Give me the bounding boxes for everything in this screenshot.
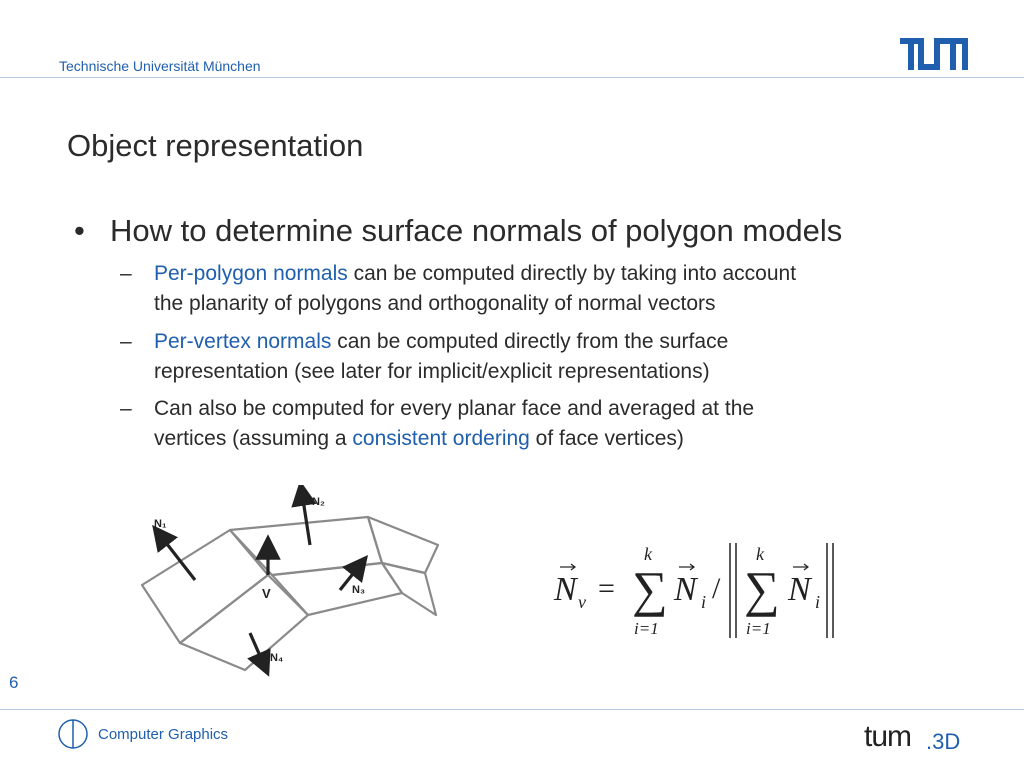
subitem-text: representation (see later for implicit/e… — [154, 360, 710, 383]
svg-text:.3D: .3D — [926, 729, 960, 752]
sum-lower: i=1 — [746, 619, 771, 638]
main-bullet-text: How to determine surface normals of poly… — [110, 213, 843, 248]
footer-divider — [0, 709, 1024, 710]
normal-n2-arrow — [291, 485, 317, 546]
subitem-text: can be computed directly from the surfac… — [331, 330, 729, 353]
normal-n4-arrow — [247, 632, 271, 677]
sub-dash: – — [120, 262, 132, 285]
highlight-per-polygon-normals: Per-polygon normals — [154, 262, 348, 285]
subitem-text: can be computed directly by taking into … — [347, 262, 797, 285]
sum-symbol-icon: ∑ — [744, 561, 780, 617]
highlight-consistent-ordering: consistent ordering — [352, 427, 530, 450]
formula-term-sub: i — [815, 592, 820, 612]
sub-dash: – — [120, 397, 132, 420]
slide-title: Object representation — [67, 128, 364, 163]
formula-lhs: N — [553, 571, 579, 608]
vertex-normal-formula: N v = k ∑ i=1 N i / k ∑ i=1 N i — [553, 543, 834, 638]
sum-lower: i=1 — [634, 619, 659, 638]
institution-name: Technische Universität München — [59, 58, 261, 74]
page-number: 6 — [9, 673, 19, 692]
formula-term: N — [673, 571, 699, 608]
svg-text:tum: tum — [864, 720, 911, 752]
highlight-per-vertex-normals: Per-vertex normals — [154, 330, 332, 353]
course-name: Computer Graphics — [98, 726, 229, 743]
computer-graphics-icon — [58, 719, 88, 749]
sub-dash: – — [120, 330, 132, 353]
subitem-text: the planarity of polygons and orthogonal… — [154, 292, 716, 315]
polygon-mesh-diagram: N₁ N₂ V N₃ N₄ — [140, 485, 440, 677]
label-n3: N₃ — [352, 584, 365, 596]
mesh-face — [366, 515, 440, 575]
bullet-dot: • — [74, 213, 85, 248]
normal-n3-arrow — [338, 555, 368, 591]
sum-upper: k — [644, 544, 653, 564]
formula-term-sub: i — [701, 592, 706, 612]
formula-term: N — [787, 571, 813, 608]
tum3d-logo-icon: tum .3D — [864, 720, 960, 752]
mesh-face — [380, 561, 438, 617]
normal-n1-arrow — [152, 524, 197, 581]
tum-logo-icon — [900, 38, 968, 70]
sum-symbol-icon: ∑ — [632, 561, 668, 617]
formula-lhs-sub: v — [578, 592, 586, 612]
label-n4: N₄ — [270, 652, 283, 664]
mesh-face — [270, 561, 404, 617]
mesh-face — [140, 528, 270, 645]
mesh-face — [178, 573, 310, 672]
formula-equals: = — [598, 572, 615, 605]
formula-divide: / — [712, 572, 721, 605]
subitem-text: vertices (assuming a — [154, 427, 353, 450]
subitem-text: Can also be computed for every planar fa… — [154, 397, 755, 420]
label-n2: N₂ — [312, 496, 325, 508]
label-n1: N₁ — [154, 518, 167, 530]
subitem-text: of face vertices) — [529, 427, 684, 450]
sum-upper: k — [756, 544, 765, 564]
label-v: V — [262, 586, 271, 601]
header-divider — [0, 77, 1024, 78]
